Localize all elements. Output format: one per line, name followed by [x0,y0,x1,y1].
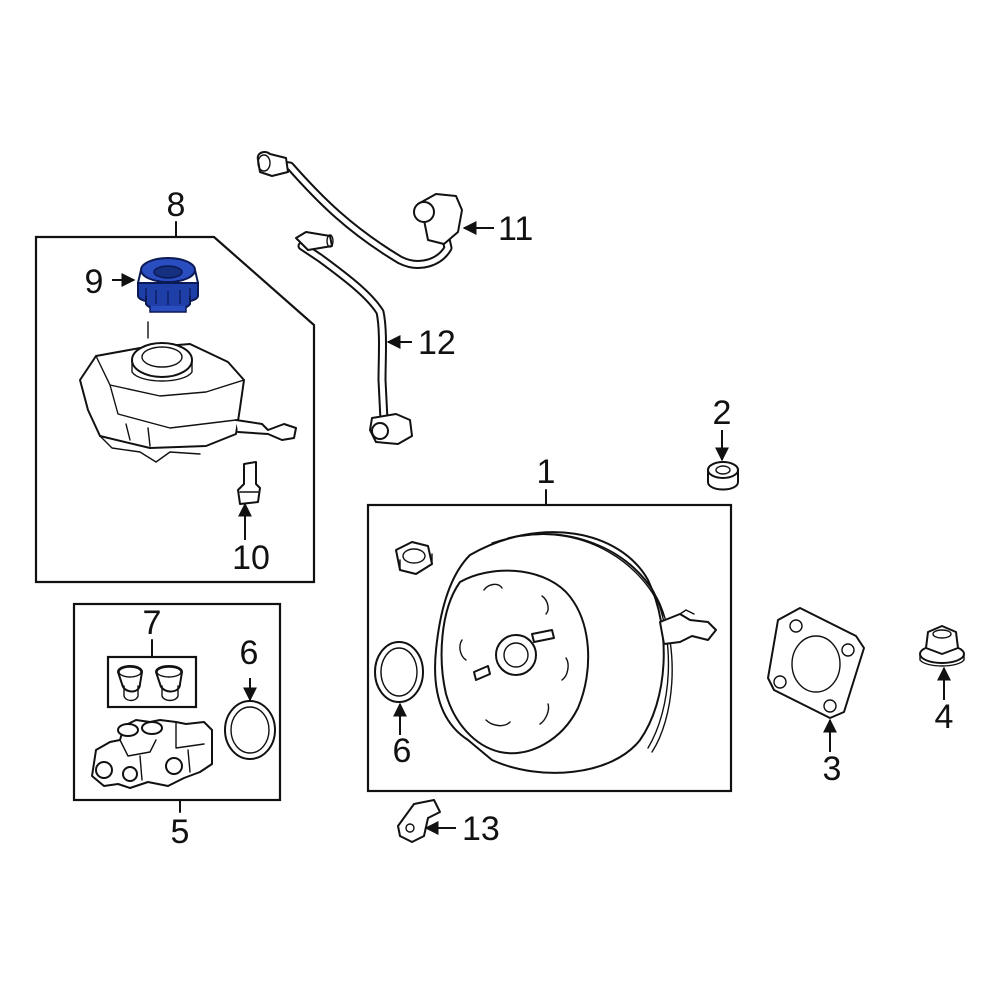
part-3-gasket[interactable] [767,607,865,719]
part-10-connector[interactable] [237,461,261,505]
callout-1: 1 [537,453,556,491]
part-2-grommet[interactable] [707,461,739,491]
part-7-grommets[interactable] [106,639,198,709]
leader-lines [112,221,951,835]
callout-9: 9 [85,263,104,301]
part-13-bracket[interactable] [397,799,441,843]
booster-group-box [366,489,733,793]
callout-7: 7 [143,604,162,642]
callout-6-right: 6 [393,732,412,770]
part-6-o-ring-left[interactable] [224,700,276,760]
part-12-hose[interactable] [295,231,413,445]
part-9-reservoir-cap[interactable] [137,257,199,313]
part-5-master-cylinder[interactable] [91,719,213,789]
part-11-vacuum-hose[interactable] [256,151,463,269]
callout-8: 8 [167,186,186,224]
callout-11: 11 [498,210,533,248]
callout-2: 2 [713,394,732,432]
reservoir-group-box [34,221,316,584]
callout-6-left: 6 [240,634,259,672]
callout-5: 5 [171,813,190,851]
callout-13: 13 [462,810,500,848]
part-8-fluid-reservoir[interactable] [79,321,297,463]
master-cylinder-group-box [72,602,282,813]
callout-10: 10 [232,539,270,577]
part-4-flange-nut[interactable] [919,625,965,667]
callout-12: 12 [418,324,456,362]
booster-nut [395,541,433,575]
callout-3: 3 [823,750,842,788]
callout-4: 4 [935,698,954,736]
part-1-brake-booster[interactable] [434,531,717,774]
callout-labels: 1 2 3 4 5 6 6 7 8 9 10 11 12 13 [85,186,954,851]
part-6-o-ring-right[interactable] [374,641,424,703]
